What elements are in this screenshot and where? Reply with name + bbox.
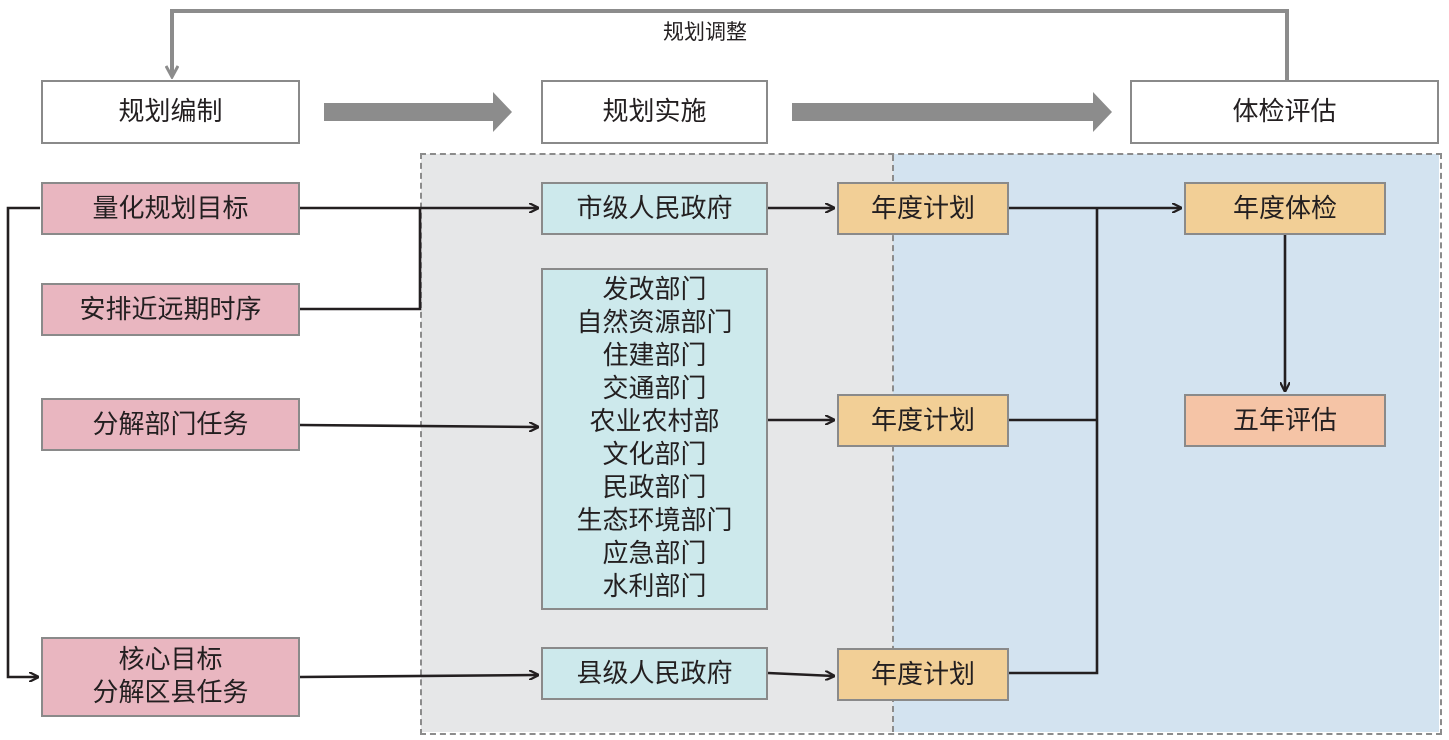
connector-decompose-to-departments	[299, 425, 538, 427]
connector-quantify-to-core	[6, 206, 40, 677]
department-item: 自然资源部门	[576, 308, 733, 338]
department-item: 水利部门	[602, 572, 707, 602]
department-item: 生态环境部门	[576, 506, 733, 536]
goal-core-county: 核心目标 分解区县任务	[41, 637, 300, 717]
connector-county-to-plan	[767, 673, 834, 676]
stage-compile: 规划编制	[41, 80, 300, 144]
department-item: 发改部门	[602, 275, 707, 305]
connector-core-to-county	[299, 675, 538, 677]
adjustment-loop-arrow	[172, 9, 1289, 80]
connector-plan3-to-merge	[1009, 208, 1099, 675]
stage-evaluate: 体检评估	[1130, 80, 1439, 144]
county-government: 县级人民政府	[541, 647, 768, 700]
department-item: 民政部门	[602, 473, 707, 503]
department-item: 应急部门	[602, 539, 707, 569]
city-government: 市级人民政府	[541, 182, 768, 235]
goal-core-line2: 分解区县任务	[92, 678, 249, 708]
department-list: 发改部门 自然资源部门 住建部门 交通部门 农业农村部 文化部门 民政部门 生态…	[541, 268, 768, 610]
department-item: 住建部门	[602, 341, 707, 371]
zone-dashed-border	[420, 153, 1442, 735]
stage-implement: 规划实施	[541, 80, 768, 144]
department-item: 农业农村部	[589, 407, 720, 437]
five-year-evaluation: 五年评估	[1184, 394, 1386, 447]
annual-plan-county: 年度计划	[837, 648, 1009, 701]
goal-quantify: 量化规划目标	[41, 182, 300, 235]
department-item: 交通部门	[602, 374, 707, 404]
goal-schedule: 安排近远期时序	[41, 283, 300, 336]
goal-decompose-dept: 分解部门任务	[41, 398, 300, 451]
department-item: 文化部门	[602, 440, 707, 470]
goal-core-line1: 核心目标	[118, 645, 223, 675]
annual-plan-departments: 年度计划	[837, 394, 1009, 447]
annual-plan-city: 年度计划	[837, 182, 1009, 235]
stage-arrow-implement-to-evaluate	[792, 92, 1112, 132]
annual-check: 年度体检	[1184, 182, 1386, 235]
stage-arrow-compile-to-implement	[324, 92, 512, 132]
adjustment-loop-label: 规划调整	[663, 20, 747, 44]
connector-schedule-to-city	[300, 208, 422, 311]
